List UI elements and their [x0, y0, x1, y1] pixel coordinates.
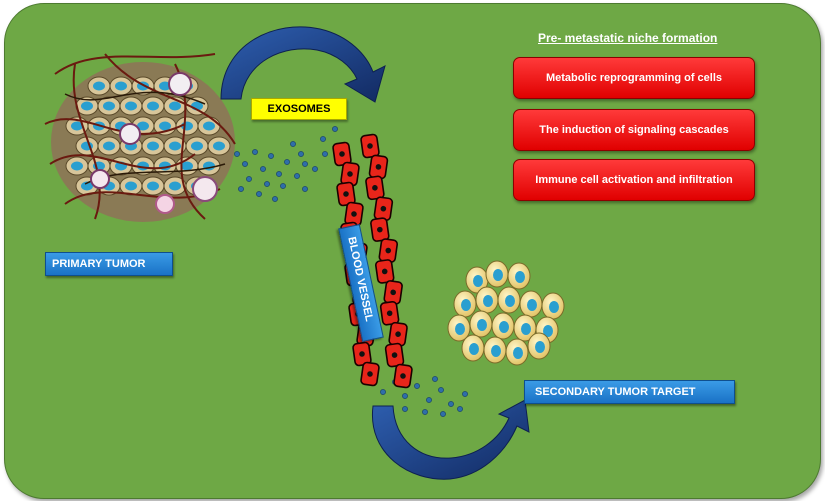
primary-tumor-illustration	[44, 53, 236, 222]
secondary-tumor-illustration	[447, 260, 565, 366]
primary-tumor-label: PRIMARY TUMOR	[45, 252, 173, 276]
exosome-particles	[234, 126, 468, 417]
exosomes-label: EXOSOMES	[251, 98, 347, 120]
top-curved-arrow	[220, 26, 386, 103]
bottom-curved-arrow	[371, 399, 530, 480]
diagram-panel: PRIMARY TUMOR EXOSOMES BLOOD VESSEL SECO…	[4, 3, 821, 499]
niche-item-immune: Immune cell activation and infiltration	[513, 159, 755, 201]
niche-title: Pre- metastatic niche formation	[538, 31, 718, 45]
diagram-art	[44, 26, 565, 480]
niche-item-signaling: The induction of signaling cascades	[513, 109, 755, 151]
niche-item-metabolic: Metabolic reprogramming of cells	[513, 57, 755, 99]
secondary-tumor-label: SECONDARY TUMOR TARGET	[524, 380, 735, 404]
